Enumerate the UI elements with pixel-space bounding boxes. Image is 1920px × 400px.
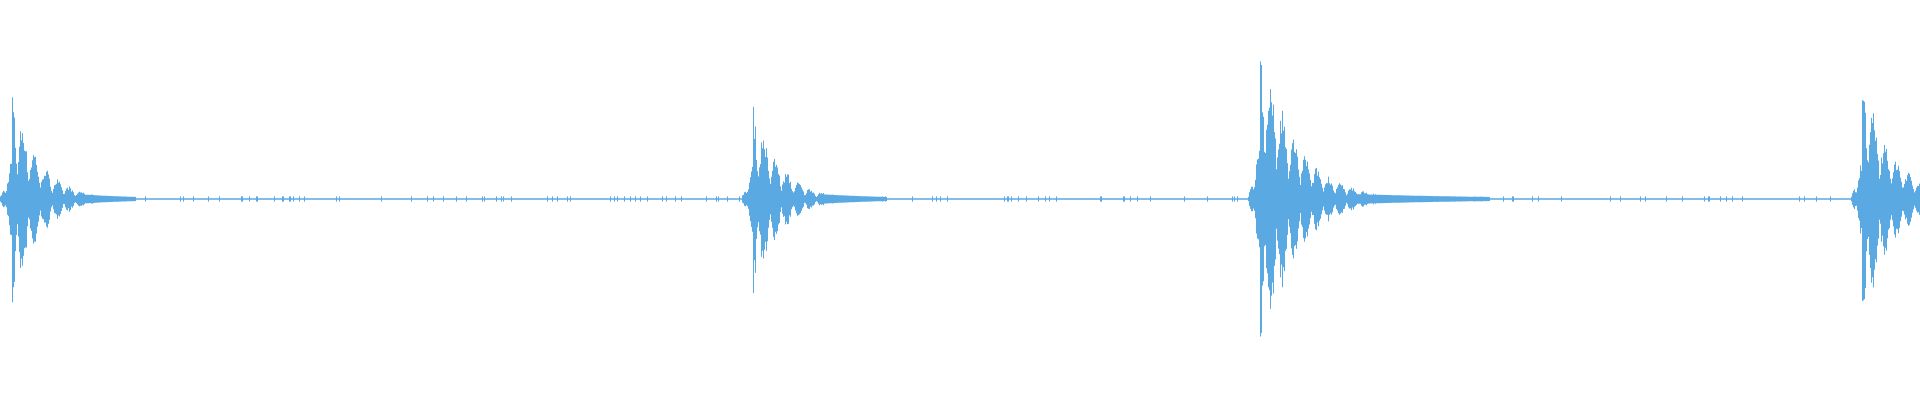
waveform-samples xyxy=(0,61,1920,337)
waveform-path xyxy=(0,61,1920,337)
